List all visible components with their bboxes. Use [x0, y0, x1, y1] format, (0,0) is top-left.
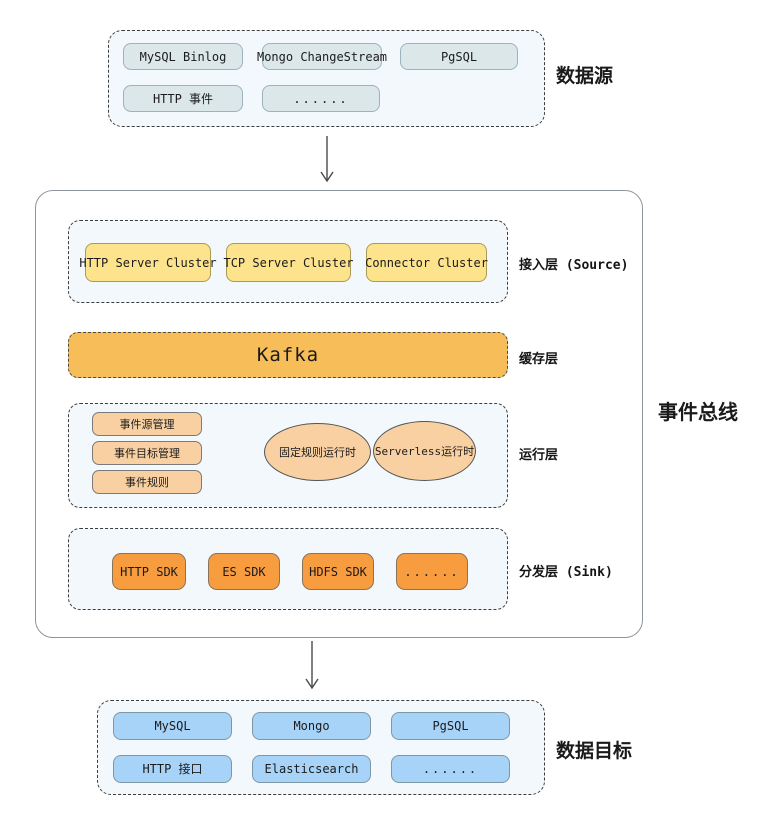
node-mysql-target: MySQL: [113, 712, 232, 740]
node-mongo-changestream: Mongo ChangeStream: [257, 43, 387, 70]
node-target-more: ......: [391, 755, 510, 783]
node-event-rules: 事件规则: [92, 470, 202, 494]
data-target-label: 数据目标: [556, 740, 633, 762]
node-kafka: Kafka: [68, 332, 508, 378]
node-es-sdk: ES SDK: [208, 553, 280, 590]
node-mongo-target: Mongo: [252, 712, 371, 740]
down-arrow-icon: [320, 136, 334, 183]
node-event-source-mgmt: 事件源管理: [92, 412, 202, 436]
node-fixed-rule-runtime: 固定规则运行时: [264, 423, 371, 481]
node-source-more: ......: [262, 85, 380, 112]
event-bus-label: 事件总线: [658, 400, 738, 424]
data-source-label: 数据源: [556, 65, 614, 87]
node-http-server-cluster: HTTP Server Cluster: [79, 243, 217, 282]
sink-layer-label: 分发层 (Sink): [519, 565, 613, 580]
node-tcp-server-cluster: TCP Server Cluster: [223, 243, 354, 282]
node-elasticsearch-target: Elasticsearch: [252, 755, 371, 783]
node-event-target-mgmt: 事件目标管理: [92, 441, 202, 465]
access-layer-label: 接入层 (Source): [519, 258, 629, 273]
node-serverless-runtime: Serverless运行时: [373, 421, 476, 481]
node-hdfs-sdk: HDFS SDK: [302, 553, 374, 590]
runtime-layer-label: 运行层: [519, 448, 559, 463]
node-pgsql-target: PgSQL: [391, 712, 510, 740]
node-http-sdk: HTTP SDK: [112, 553, 186, 590]
node-pgsql-source: PgSQL: [400, 43, 518, 70]
node-sink-more: ......: [396, 553, 468, 590]
down-arrow-icon: [305, 641, 319, 690]
node-http-event: HTTP 事件: [123, 85, 243, 112]
node-http-api-target: HTTP 接口: [113, 755, 232, 783]
cache-layer-label: 缓存层: [519, 352, 559, 367]
node-mysql-binlog: MySQL Binlog: [123, 43, 243, 70]
node-connector-cluster: Connector Cluster: [365, 243, 488, 282]
